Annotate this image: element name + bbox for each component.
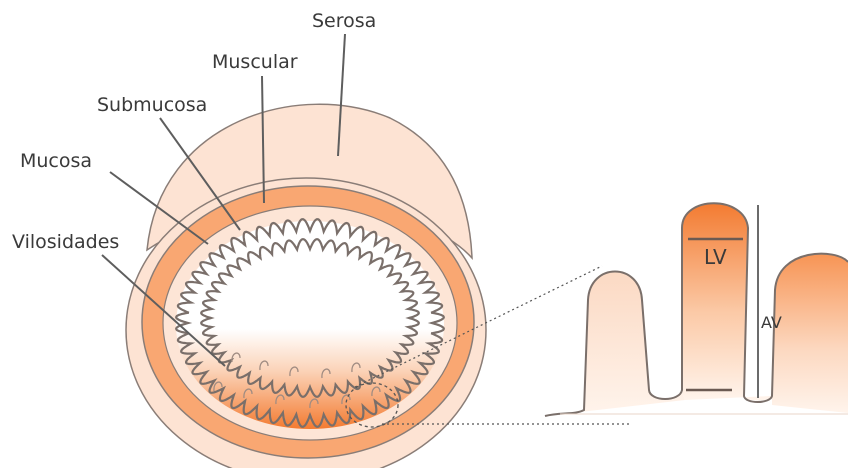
lv-label: LV xyxy=(704,245,727,269)
serosa-label: Serosa xyxy=(312,10,376,32)
vilosidades-label: Vilosidades xyxy=(12,231,119,253)
av-label: AV xyxy=(761,313,782,332)
mucosa-label: Mucosa xyxy=(20,150,92,172)
villus-right xyxy=(772,254,848,413)
submucosa-label: Submucosa xyxy=(97,94,207,116)
magnified-villi: LV AV xyxy=(545,203,848,416)
muscular-label: Muscular xyxy=(212,51,298,73)
villus-left xyxy=(545,272,685,417)
mucosa-lumen xyxy=(176,221,444,429)
